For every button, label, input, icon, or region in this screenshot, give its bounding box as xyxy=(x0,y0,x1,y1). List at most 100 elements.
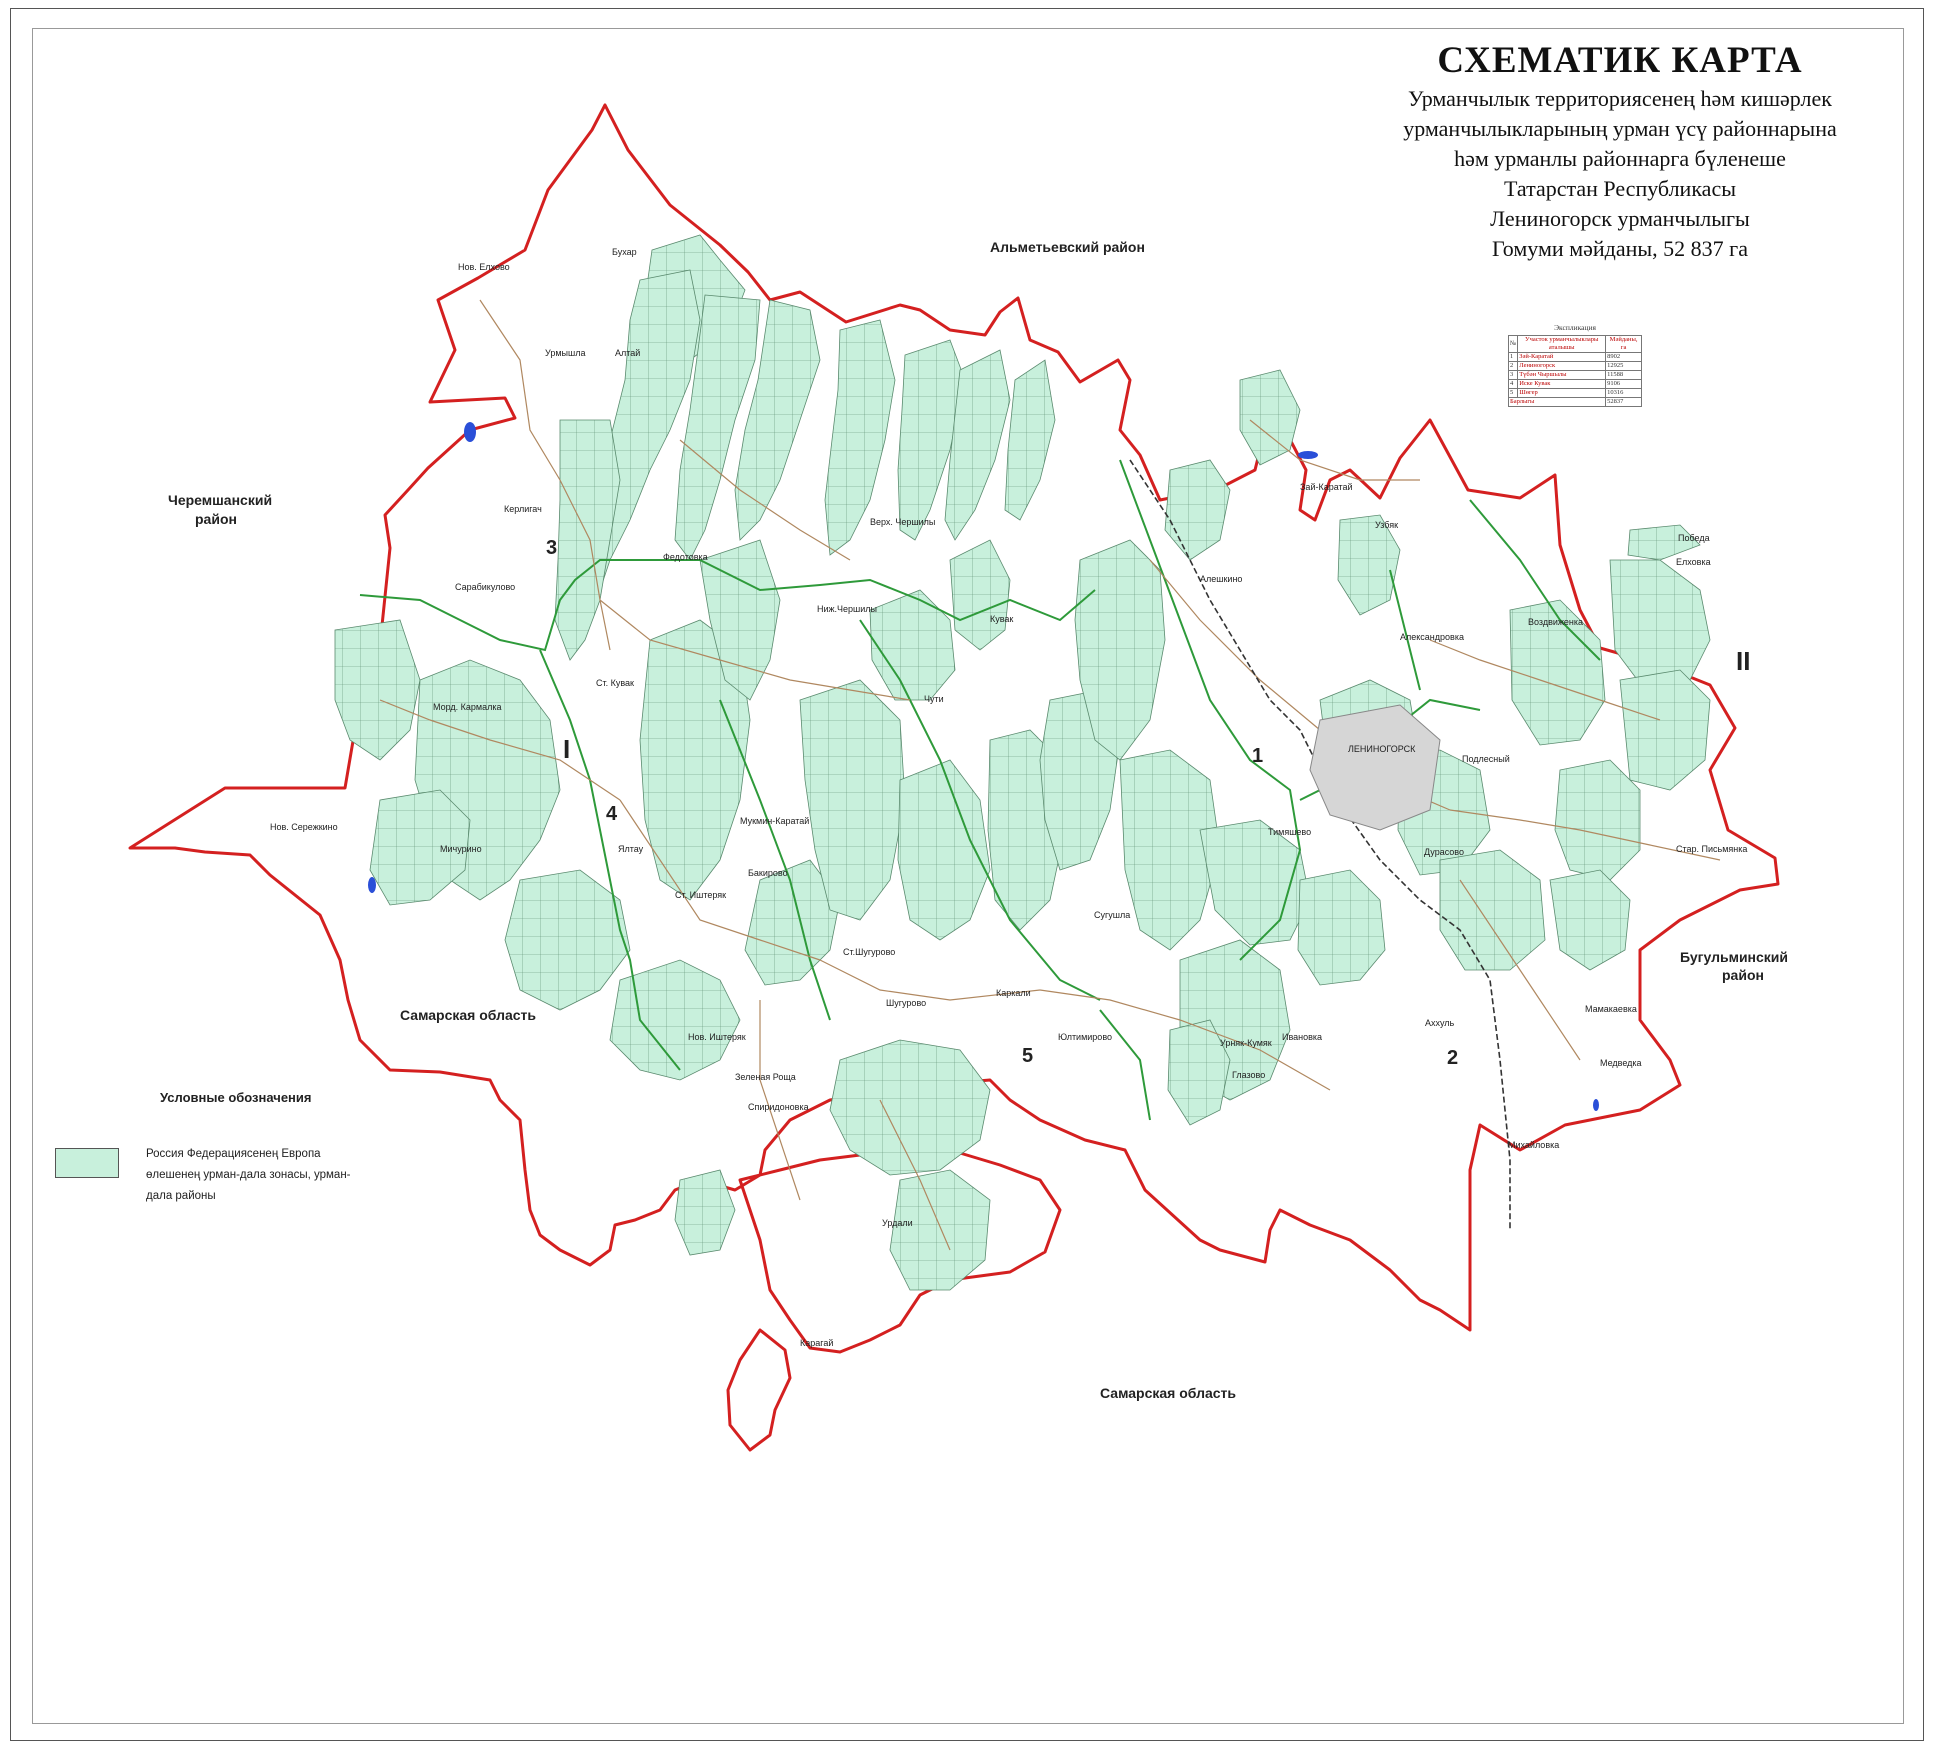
village-nizh-chershily: Ниж.Чершилы xyxy=(817,604,877,614)
village-leninogorsk: ЛЕНИНОГОРСК xyxy=(1348,744,1416,754)
explication-row-area: 10316 xyxy=(1605,388,1642,398)
explication-header-name: Участок урманчылыклары аталышы xyxy=(1517,335,1607,353)
explication-row: 3 Түбән Чыршылы 11588 xyxy=(1507,370,1642,380)
village-zelenaya-roshcha: Зеленая Роща xyxy=(735,1072,796,1082)
map-title-block: СХЕМАТИК КАРТА Урманчылык территориясене… xyxy=(1330,38,1910,264)
village-mukhmin-karatai: Мукмин-Каратай xyxy=(740,816,809,826)
section-number-3: 3 xyxy=(546,537,557,559)
section-number-5: 5 xyxy=(1022,1045,1033,1067)
explication-header-area: Мәйданы, га xyxy=(1605,335,1642,353)
explication-row-name: Зәй-Каратай xyxy=(1517,352,1607,362)
map-subtitle-line-2: урманчылыкларының урман үсү районнарына xyxy=(1403,116,1837,141)
region-cheremshansky-line2: район xyxy=(195,511,237,527)
village-labels: Нов. Елхово Бухар Урмышла Алтай Керлигач… xyxy=(270,247,1747,1348)
village-durasovo: Дурасово xyxy=(1424,847,1464,857)
village-kuvak: Кувак xyxy=(990,614,1013,624)
map-subtitle-line-3: һәм урманлы районнарга бүленеше xyxy=(1454,146,1786,171)
zone-roman-2: II xyxy=(1736,646,1750,676)
village-spiridonovka: Спиридоновка xyxy=(748,1102,809,1112)
region-almetyevsky: Альметьевский район xyxy=(990,239,1145,255)
village-mamakaevka: Мамакаевка xyxy=(1585,1004,1637,1014)
village-podlesny: Подлесный xyxy=(1462,754,1510,764)
explication-row-area: 12925 xyxy=(1605,361,1642,371)
village-aleksandrovka: Александровка xyxy=(1400,632,1464,642)
legend-forest-swatch xyxy=(55,1148,119,1178)
village-karkali: Каркали xyxy=(996,988,1031,998)
village-st-ishteryak: Ст. Иштеряк xyxy=(675,890,726,900)
explication-row: 4 Иске Кувак 9106 xyxy=(1507,379,1642,389)
village-nov-serezhkino: Нов. Сережкино xyxy=(270,822,338,832)
village-medvedka: Медведка xyxy=(1600,1058,1642,1068)
village-bakirovo: Бакирово xyxy=(748,868,788,878)
explication-row-name: Лениногорск xyxy=(1517,361,1607,371)
map-subtitle-line-4: Татарстан Республикасы xyxy=(1504,176,1736,201)
explication-row-number: 1 xyxy=(1507,352,1519,362)
zone-roman-1: I xyxy=(563,734,570,764)
map-title: СХЕМАТИК КАРТА xyxy=(1437,40,1803,81)
explication-row-number: 2 xyxy=(1507,361,1519,371)
village-michurino: Мичурино xyxy=(440,844,482,854)
region-samara-south: Самарская область xyxy=(1100,1385,1236,1401)
railway-line xyxy=(1129,459,1511,1230)
village-st-shugurovo: Ст.Шугурово xyxy=(843,947,895,957)
section-number-1: 1 xyxy=(1252,745,1263,767)
map-subtitle-line-1: Урманчылык территориясенең һәм кишәрлек xyxy=(1408,86,1832,111)
explication-row: 2 Лениногорск 12925 xyxy=(1507,361,1642,371)
section-number-4: 4 xyxy=(606,803,618,825)
village-glazovo: Глазово xyxy=(1232,1070,1265,1080)
village-kerligach: Керлигач xyxy=(504,504,542,514)
village-bukhar: Бухар xyxy=(612,247,637,257)
village-akhkul: Аххуль xyxy=(1425,1018,1455,1028)
village-st-kuvak: Ст. Кувак xyxy=(596,678,634,688)
village-karagai: Карагай xyxy=(800,1338,833,1348)
explication-row-name: Иске Кувак xyxy=(1517,379,1607,389)
explication-row-name: Түбән Чыршылы xyxy=(1517,370,1607,380)
village-mikhailovka: Михайловка xyxy=(1508,1140,1559,1150)
leninogorsk-city-area xyxy=(1309,704,1441,831)
explication-total-label: Барлыгы xyxy=(1507,397,1607,407)
explication-row-name: Шөгер xyxy=(1517,388,1607,398)
explication-row: 5 Шөгер 10316 xyxy=(1507,388,1642,398)
explication-header-row: № Участок урманчылыклары аталышы Мәйданы… xyxy=(1507,335,1642,353)
village-verkh-chershily: Верх. Чершилы xyxy=(870,517,935,527)
village-urdali: Урдали xyxy=(882,1218,913,1228)
village-sugushla: Сугушла xyxy=(1094,910,1130,920)
village-shugurovo: Шугурово xyxy=(886,998,926,1008)
village-pobeda: Победа xyxy=(1678,533,1710,543)
village-nov-elkovo: Нов. Елхово xyxy=(458,262,510,272)
village-star-pismyanka: Стар. Письмянка xyxy=(1676,844,1747,854)
explication-caption: Экспликация xyxy=(1554,323,1596,332)
village-urmyshla: Урмышла xyxy=(545,348,585,358)
region-samara-west: Самарская область xyxy=(400,1007,536,1023)
map-outer-frame xyxy=(10,8,1924,1741)
village-urnyak-kumak: Урняк-Кумяк xyxy=(1220,1038,1272,1048)
explication-row-number: 3 xyxy=(1507,370,1519,380)
forest-blocks xyxy=(334,234,1711,1291)
village-aleshkino: Алешкино xyxy=(1200,574,1242,584)
village-yaltau: Ялтау xyxy=(618,844,644,854)
explication-row-area: 11588 xyxy=(1605,370,1642,380)
village-vozdvizhenka: Воздвиженка xyxy=(1528,617,1583,627)
explication-total-row: Барлыгы 52837 xyxy=(1507,397,1642,407)
village-chuti: Чути xyxy=(924,694,944,704)
explication-row-area: 8902 xyxy=(1605,352,1642,362)
village-yultimirovo: Юлтимирово xyxy=(1058,1032,1112,1042)
section-number-2: 2 xyxy=(1447,1047,1458,1069)
village-fedotovka: Федотовка xyxy=(663,552,708,562)
map-subtitle-line-5: Лениногорск урманчылыгы xyxy=(1490,206,1750,231)
village-ivanovka: Ивановка xyxy=(1282,1032,1322,1042)
explication-row-number: 4 xyxy=(1507,379,1519,389)
map-subtitle-line-6: Гомуми мәйданы, 52 837 га xyxy=(1492,236,1748,261)
explication-total-value: 52837 xyxy=(1605,397,1642,407)
explication-table: Экспликация № Участок урманчылыклары ата… xyxy=(1507,323,1642,407)
legend-forest-zone-text: Россия Федерациясенең Европа өлешенең ур… xyxy=(146,1148,351,1202)
village-elkhovka: Елховка xyxy=(1676,557,1711,567)
village-uzbyak: Узбяк xyxy=(1375,520,1398,530)
explication-row: 1 Зәй-Каратай 8902 xyxy=(1507,352,1642,362)
map-inner-frame xyxy=(32,28,1904,1724)
region-bugulminsky-line2: район xyxy=(1722,967,1764,983)
roads xyxy=(379,299,1721,1251)
village-timyashevo: Тимяшево xyxy=(1268,827,1311,837)
village-sarabikulovo: Сарабикулово xyxy=(455,582,515,592)
